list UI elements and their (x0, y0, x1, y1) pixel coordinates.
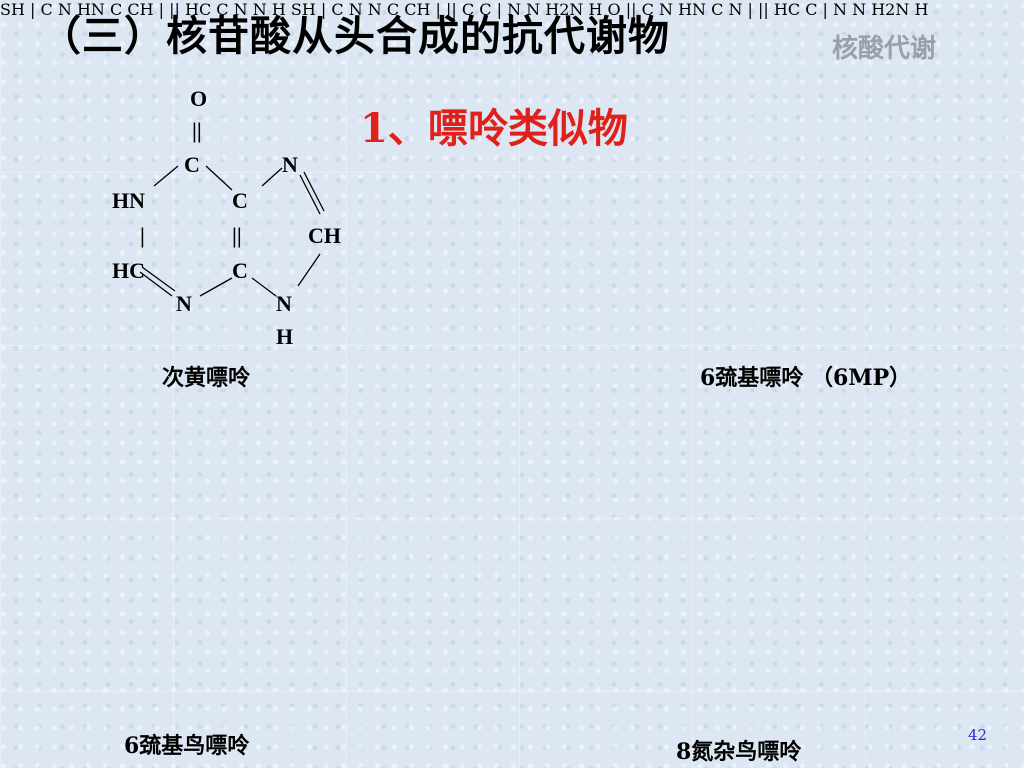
slide-title: （三）核苷酸从头合成的抗代谢物 (40, 12, 670, 60)
atom-hn1: HN (76, 0, 105, 19)
atom-n3: N (176, 291, 192, 316)
atom-h9: H (914, 0, 929, 19)
atom-c4: C (232, 258, 248, 283)
bond-single: | (320, 0, 327, 19)
atom-c6: C (331, 0, 344, 19)
atom-c4: C (805, 0, 818, 19)
atom-n3: N (507, 0, 522, 19)
atom-n9: N (276, 291, 292, 316)
highlight-box: SH | C N N C CH | || C C | N N H2N H (291, 0, 608, 19)
atom-c6: C (641, 0, 654, 19)
atom-ch8: CH (127, 0, 154, 19)
bond-double: || (446, 0, 457, 19)
mercaptopurine-structure: SH | C N HN C CH | || HC C N N H (0, 0, 291, 19)
bond-single: | (30, 0, 36, 19)
bond-double: || (232, 223, 242, 248)
atom-n3: N (833, 0, 848, 19)
atom-hn1: HN (678, 0, 707, 19)
atom-n9: N (526, 0, 541, 19)
bond-single: | (158, 0, 165, 19)
atom-sh: SH (0, 0, 25, 19)
atom-c6: C (184, 152, 200, 177)
atom-c5: C (232, 188, 248, 213)
atom-c5: C (711, 0, 724, 19)
atom-h2n: H2N (871, 0, 910, 19)
atom-hn1: HN (112, 188, 145, 213)
slide-subtitle: 1、嘌呤类似物 (360, 105, 628, 152)
bond-single: | (747, 0, 753, 19)
bond-single: | (496, 0, 502, 19)
molecule-name-mercaptopurine: 6巯基嘌呤 （6MP） (700, 365, 912, 391)
section-tag: 核酸代谢 (832, 34, 937, 64)
atom-o: O (607, 0, 621, 19)
atom-c5: C (386, 0, 400, 19)
atom-n3: N (233, 0, 248, 19)
atom-hc2: HC (773, 0, 801, 19)
atom-ch8: CH (404, 0, 431, 19)
atom-n7: N (282, 152, 298, 177)
atom-n9: N (252, 0, 267, 19)
bond-single: | (140, 223, 145, 248)
atom-c4: C (479, 0, 492, 19)
atom-h9: H (588, 0, 603, 19)
bond-double: || (758, 0, 769, 19)
highlight-box: O || C N HN C N | || HC C | N N H2N H (608, 0, 929, 19)
bond-double: || (625, 0, 637, 19)
atom-c6: C (40, 0, 53, 19)
azaguanine-structure: O || C N HN C N | || HC C | N N H2N H (608, 0, 929, 19)
bond-single: | (435, 0, 441, 19)
page-number: 42 (968, 726, 988, 744)
highlight-box: SH | C N HN C CH | || HC C N N H (0, 0, 291, 19)
atom-n1: N (367, 0, 382, 19)
molecule-name-hypoxanthine: 次黄嘌呤 (162, 365, 251, 391)
atom-c4: C (216, 0, 229, 19)
atom-c2: C (461, 0, 475, 19)
atom-sh: SH (290, 0, 316, 19)
bond-double: || (169, 0, 180, 19)
bond-lines (139, 165, 325, 297)
atom-n7: N (658, 0, 673, 19)
thioguanine-structure: SH | C N N C CH | || C C | N N H2N H (291, 0, 608, 19)
atom-n7: N (348, 0, 363, 19)
hypoxanthine-structure: O || C N HN C CH | || HC C N N H (112, 86, 341, 349)
molecule-name-azaguanine: 8氮杂鸟嘌呤 (676, 739, 802, 765)
atom-ch8: CH (308, 223, 341, 248)
bond-single: | (822, 0, 828, 19)
atom-o: O (190, 86, 207, 111)
atom-n9: N (852, 0, 867, 19)
atom-h9: H (271, 0, 286, 19)
atom-h2n: H2N (545, 0, 584, 19)
atom-n8: N (728, 0, 743, 19)
atom-hc2: HC (112, 258, 145, 283)
atom-hc2: HC (184, 0, 212, 19)
atom-n7: N (57, 0, 72, 19)
atom-c5: C (109, 0, 123, 19)
atom-h9: H (276, 324, 293, 349)
bond-double: || (192, 118, 202, 143)
molecule-name-thioguanine: 6巯基鸟嘌呤 (124, 733, 250, 759)
